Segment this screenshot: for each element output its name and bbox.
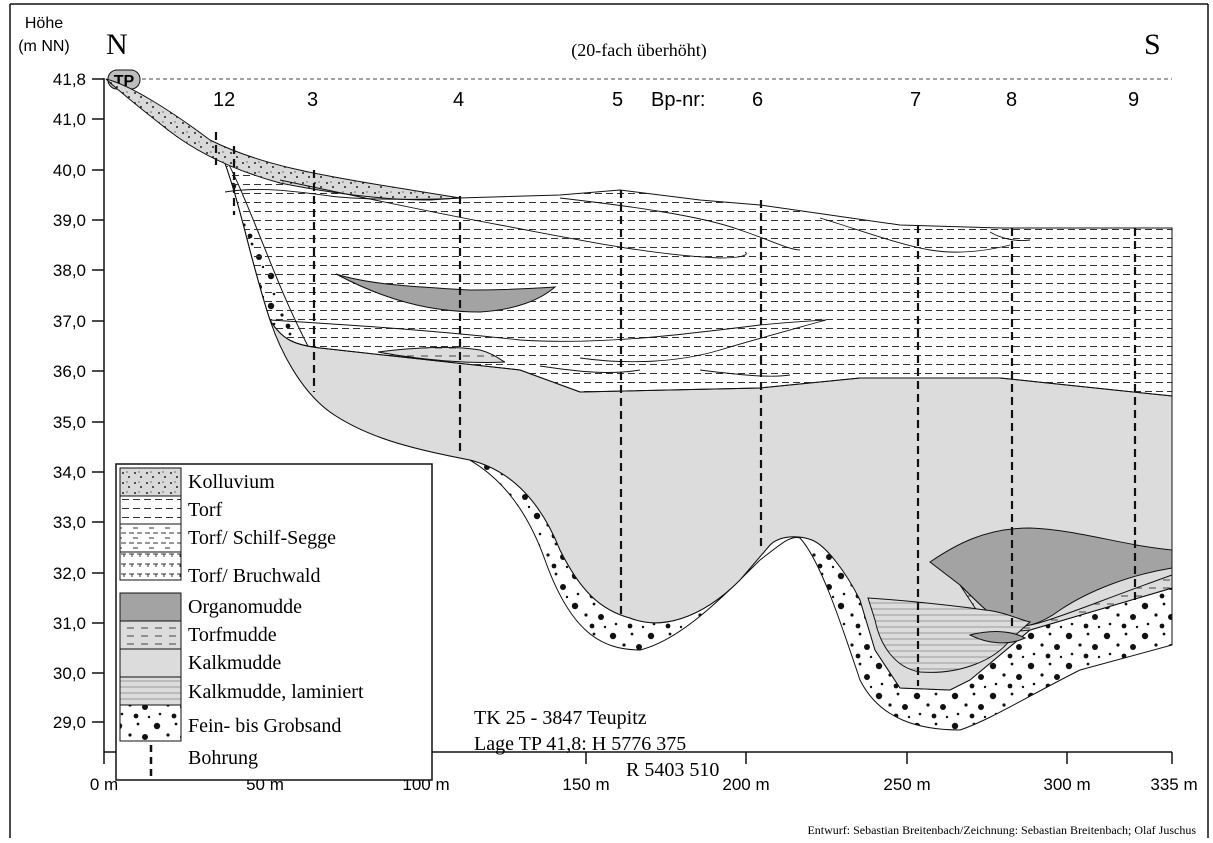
x-tick-label: 335 m [1150,775,1197,794]
y-tick-label: 31,0 [53,614,86,633]
legend-swatch-bruchwald [119,551,182,581]
internal-boundaries [224,179,1031,377]
legend-label-schilf: Torf/ Schilf-Segge [188,527,336,549]
y-tick-label: 32,0 [53,564,86,583]
legend-label-kalkmudde-laminiert: Kalkmudde, laminiert [188,681,364,703]
organomudde-lens-left [335,273,557,313]
borehole-label-5: 5 [612,89,623,111]
y-axis: Höhe (m NN) 41,8 41,0 40,0 39,0 38,0 37,0 36,0… [18,15,105,752]
legend-label-organomudde: Organomudde [188,596,302,618]
y-tick-label: 36,0 [53,362,86,381]
legend-swatches [119,467,182,742]
legend-label-torfmudde: Torfmudde [188,624,277,646]
legend-swatch-sand [119,704,182,742]
legend-label-kolluvium: Kolluvium [188,471,275,493]
x-tick-label: 200 m [722,775,769,794]
boreholes [214,132,1137,686]
borehole-label-9: 9 [1128,89,1139,111]
legend-swatch-kalkmudde [119,648,182,678]
y-tick-label: 39,0 [53,211,86,230]
legend-swatch-organomudde [119,592,182,622]
legend-swatch-schilf [119,523,182,553]
y-tick-label: 40,0 [53,161,86,180]
borehole-label-12: 12 [213,89,235,111]
y-axis-unit: (m NN) [18,38,70,55]
credit-line: Entwurf: Sebastian Breitenbach/Zeichnung… [807,823,1196,837]
legend-swatch-torfmudde [119,620,182,650]
info-line-2: Lage TP 41,8: H 5776 375 [474,733,686,755]
legend-label-bruchwald: Torf/ Bruchwald [188,565,320,587]
y-tick-label: 29,0 [53,713,86,732]
legend-label-torf: Torf [188,499,222,521]
y-tick-label: 41,8 [53,70,86,89]
y-tick-label: 41,0 [53,110,86,129]
torfmudde-lens-small [377,346,506,364]
section-body [105,78,1173,731]
figure-frame [9,3,1209,838]
kalkmudde-layer [269,319,1173,691]
kolluvium-layer [105,78,461,201]
borehole-labels: 12 3 4 5 Bp-nr: 6 7 8 9 [213,89,1139,111]
y-tick-label: 38,0 [53,261,86,280]
legend: Kolluvium Torf Torf/ Schilf-Segge Torf/ … [115,463,433,781]
y-tick-label: 35,0 [53,413,86,432]
north-label: N [106,28,128,61]
x-tick-label: 150 m [562,775,609,794]
y-tick-label: 34,0 [53,463,86,482]
y-tick-label: 33,0 [53,513,86,532]
borehole-label-7: 7 [910,89,921,111]
y-tick-label: 30,0 [53,664,86,683]
borehole-label-6: 6 [752,89,763,111]
info-line-1: TK 25 - 3847 Teupitz [474,707,647,729]
legend-label-sand: Fein- bis Grobsand [188,715,341,737]
borehole-label-3: 3 [307,89,318,111]
borehole-label-8: 8 [1006,89,1017,111]
y-tick-label: 37,0 [53,312,86,331]
map-info: TK 25 - 3847 Teupitz Lage TP 41,8: H 577… [474,707,719,781]
x-tick-label: 250 m [883,775,930,794]
borehole-prefix: Bp-nr: [651,89,705,111]
exaggeration-note: (20-fach überhöht) [571,40,706,61]
torfmudde-wedge [959,574,1173,633]
legend-swatch-torf [119,495,182,525]
y-axis-label: Höhe [25,15,63,32]
south-label: S [1144,28,1161,61]
organomudde-lens-small [968,631,1027,644]
legend-label-kalkmudde: Kalkmudde [188,652,281,674]
x-tick-label: 0 m [90,775,118,794]
info-line-3: R 5403 510 [626,759,719,781]
borehole-label-4: 4 [453,89,464,111]
legend-label-bohrung: Bohrung [188,747,258,769]
legend-swatch-kalkmudde-laminiert [119,676,182,706]
legend-swatch-kolluvium [119,467,182,497]
x-tick-label: 300 m [1043,775,1090,794]
